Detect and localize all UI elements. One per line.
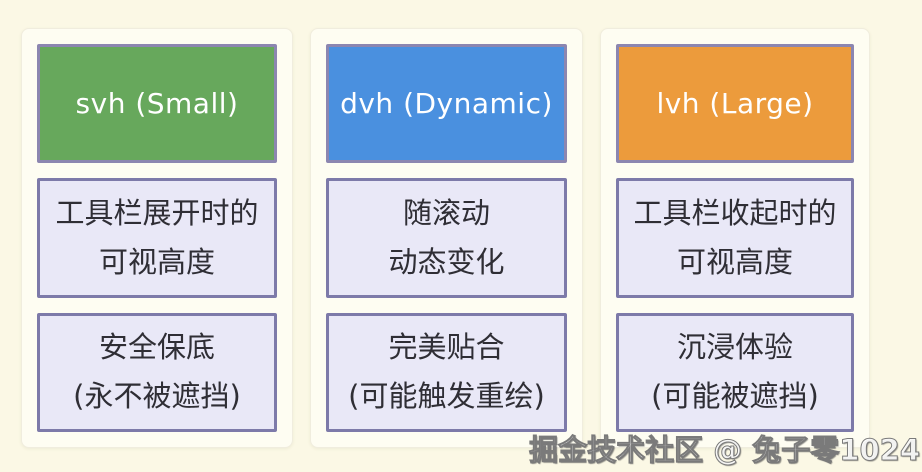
desc-line: 工具栏展开时的: [55, 195, 259, 230]
header-svh: svh (Small): [37, 44, 277, 163]
desc-line: 动态变化: [388, 244, 505, 279]
desc-line: 可视高度: [676, 244, 793, 279]
desc-box-lvh-tradeoff: 沉浸体验 (可能被遮挡): [616, 312, 854, 432]
desc-line: (可能触发重绘): [348, 379, 545, 414]
desc-line: (可能被遮挡): [651, 379, 819, 414]
desc-line: 可视高度: [98, 244, 215, 279]
desc-line: 工具栏收起时的: [633, 195, 837, 230]
desc-box-svh-meaning: 工具栏展开时的 可视高度: [37, 178, 277, 298]
desc-box-lvh-meaning: 工具栏收起时的 可视高度: [616, 178, 854, 298]
desc-line: 安全保底: [98, 330, 215, 365]
header-lvh: lvh (Large): [616, 44, 854, 163]
column-card-svh: svh (Small) 工具栏展开时的 可视高度 安全保底 (永不被遮挡): [21, 28, 293, 448]
header-dvh: dvh (Dynamic): [326, 44, 567, 163]
desc-box-dvh-meaning: 随滚动 动态变化: [326, 178, 567, 298]
desc-box-svh-tradeoff: 安全保底 (永不被遮挡): [37, 312, 277, 432]
column-card-dvh: dvh (Dynamic) 随滚动 动态变化 完美贴合 (可能触发重绘): [310, 28, 583, 448]
desc-line: (永不被遮挡): [73, 379, 241, 414]
column-card-lvh: lvh (Large) 工具栏收起时的 可视高度 沉浸体验 (可能被遮挡): [600, 28, 870, 448]
desc-line: 完美贴合: [388, 330, 505, 365]
desc-box-dvh-tradeoff: 完美贴合 (可能触发重绘): [326, 312, 567, 432]
desc-line: 沉浸体验: [676, 330, 793, 365]
desc-line: 随滚动: [402, 195, 490, 230]
